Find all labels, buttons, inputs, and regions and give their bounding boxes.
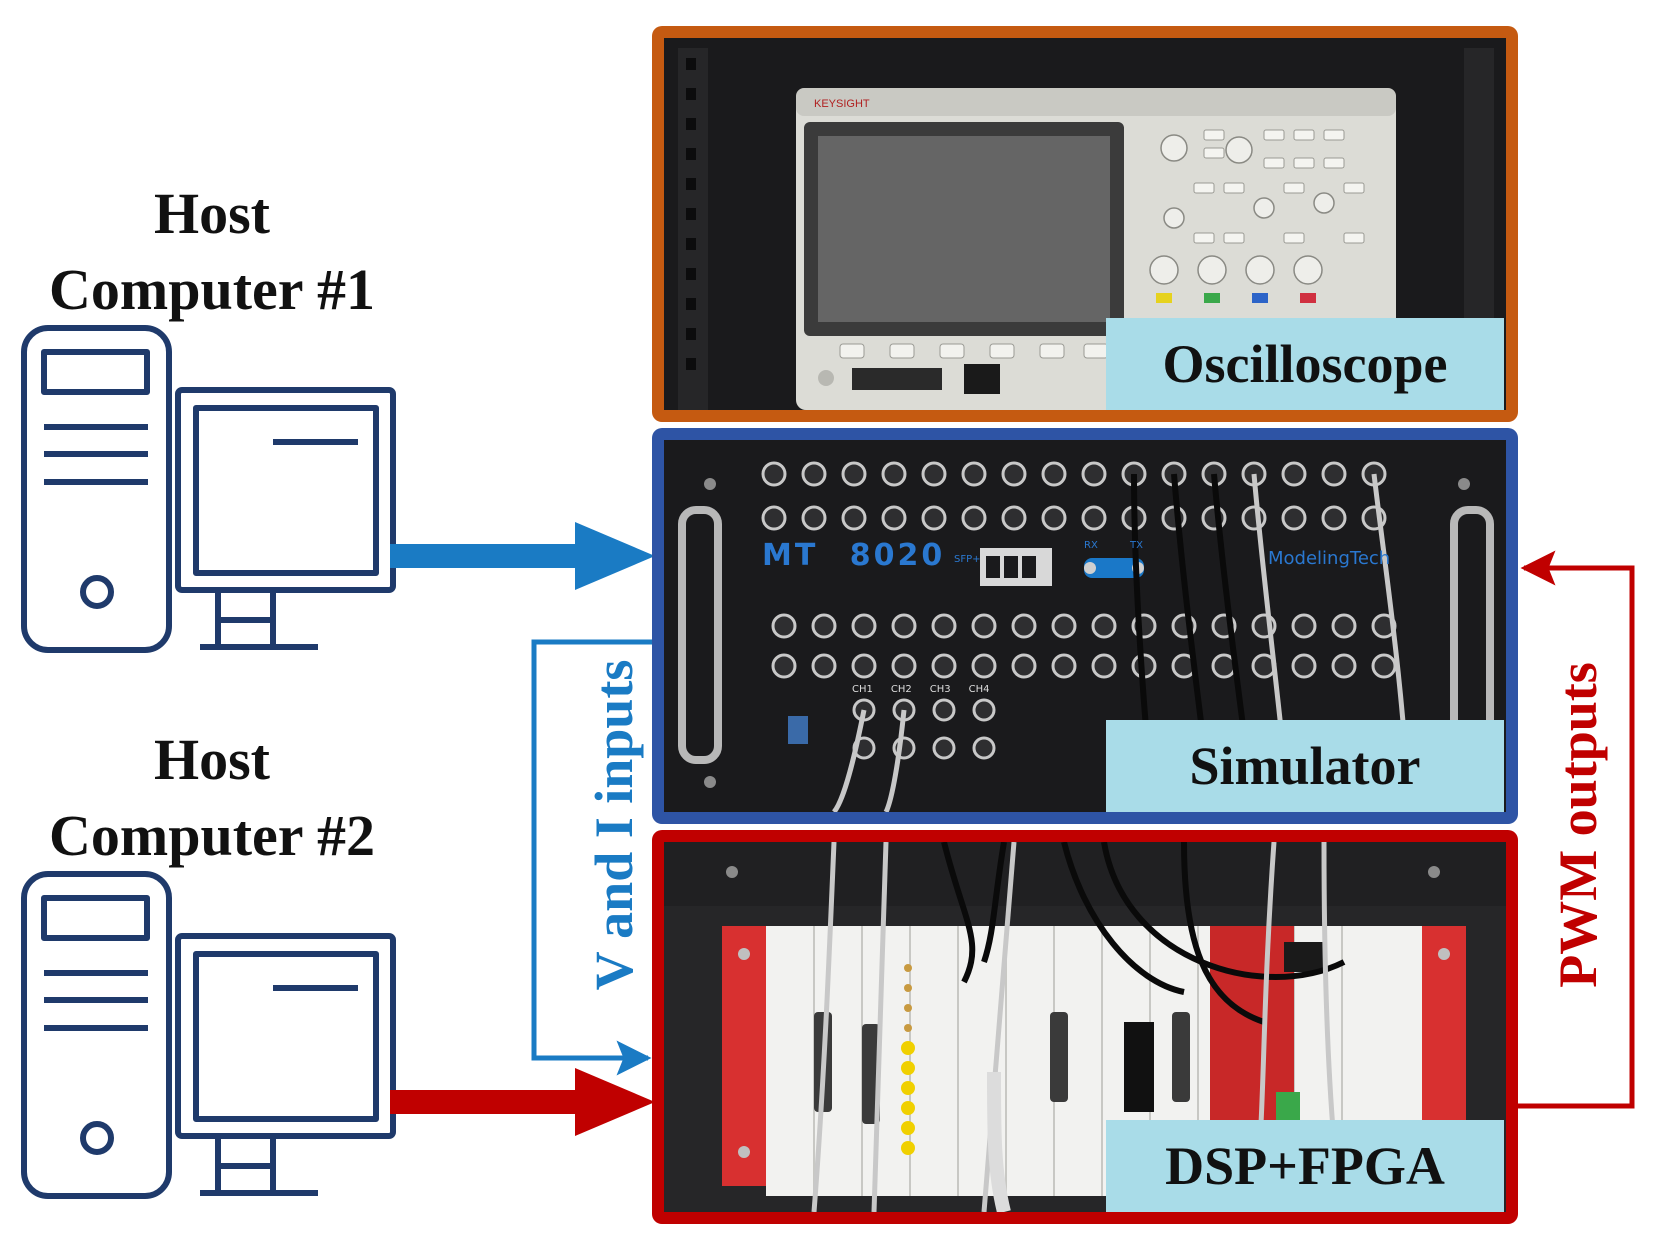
host-computer-1-line1: Host xyxy=(154,181,270,246)
host-computer-1-line2: Computer #1 xyxy=(49,257,375,322)
simulator-sfp-label: SFP+ xyxy=(954,554,981,565)
computer-1-icon xyxy=(21,325,396,653)
channel-label: CH2 xyxy=(890,684,912,695)
computer-2-icon xyxy=(21,871,396,1199)
simulator-label: Simulator xyxy=(1106,720,1504,812)
channel-label: CH3 xyxy=(929,684,951,695)
simulator-rx-label: RX xyxy=(1084,540,1098,551)
simulator-model-label: MT 8020 xyxy=(762,538,946,573)
v-and-i-inputs-line xyxy=(531,639,652,1076)
host-computer-2-line1: Host xyxy=(154,727,270,792)
host1-to-simulator-arrow xyxy=(390,522,655,590)
keysight-brand-mark: KEYSIGHT xyxy=(814,98,870,110)
simulator-brand-label: ModelingTech xyxy=(1268,548,1391,569)
host-computer-1-label: Host Computer #1 xyxy=(2,176,422,328)
v-and-i-inputs-label: V and I inputs xyxy=(584,659,644,991)
pwm-outputs-line xyxy=(1518,550,1635,1109)
oscilloscope-panel: KEYSIGHT xyxy=(652,26,1518,422)
channel-label: CH4 xyxy=(968,684,990,695)
pwm-outputs-label: PWM outputs xyxy=(1548,662,1608,988)
host2-to-dsp-arrow xyxy=(390,1068,655,1136)
host-computer-2-line2: Computer #2 xyxy=(49,803,375,868)
simulator-panel: MT 8020 SFP+ RX TX ModelingTech CH1 CH2 … xyxy=(652,428,1518,824)
simulator-tx-label: TX xyxy=(1130,540,1143,551)
host-computer-2-label: Host Computer #2 xyxy=(2,722,422,874)
simulator-channel-labels: CH1 CH2 CH3 CH4 xyxy=(852,684,990,695)
channel-label: CH1 xyxy=(852,684,873,695)
dsp-fpga-panel: DSP+FPGA xyxy=(652,830,1518,1224)
oscilloscope-label: Oscilloscope xyxy=(1106,318,1504,410)
dsp-fpga-label: DSP+FPGA xyxy=(1106,1120,1504,1212)
